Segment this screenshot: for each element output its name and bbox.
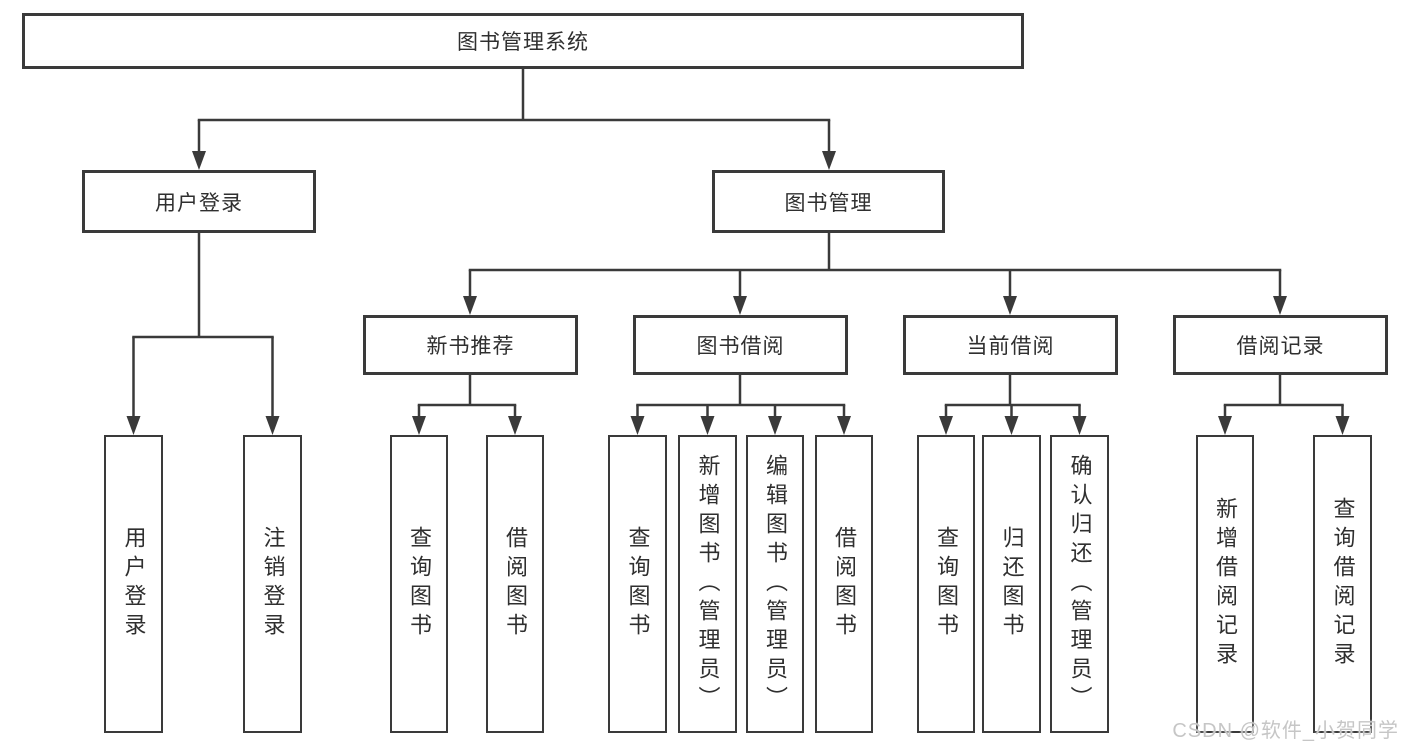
node-borrow-records: 借阅记录 [1173, 315, 1388, 375]
node-book-borrow: 图书借阅 [633, 315, 848, 375]
node-current-borrow: 当前借阅 [903, 315, 1118, 375]
leaf-current-query-books: 查询图书 [917, 435, 975, 733]
leaf-user-login: 用户登录 [104, 435, 163, 733]
node-root: 图书管理系统 [22, 13, 1024, 69]
leaf-borrow-edit-books-admin: 编辑图书（管理员） [746, 435, 804, 733]
node-new-book-recommend: 新书推荐 [363, 315, 578, 375]
leaf-newbook-borrow-books: 借阅图书 [486, 435, 544, 733]
node-user-login: 用户登录 [82, 170, 316, 233]
leaf-borrow-query-books: 查询图书 [608, 435, 667, 733]
leaf-borrow-borrow-books: 借阅图书 [815, 435, 873, 733]
csdn-watermark: CSDN @软件_小贺同学 [1172, 720, 1399, 742]
leaf-current-confirm-return-admin: 确认归还（管理员） [1050, 435, 1109, 733]
leaf-borrow-add-books-admin: 新增图书（管理员） [678, 435, 737, 733]
leaf-current-return-books: 归还图书 [982, 435, 1041, 733]
leaf-records-query-record: 查询借阅记录 [1313, 435, 1372, 733]
leaf-newbook-query-books: 查询图书 [390, 435, 448, 733]
node-book-management: 图书管理 [712, 170, 945, 233]
leaf-logout: 注销登录 [243, 435, 302, 733]
leaf-records-add-record: 新增借阅记录 [1196, 435, 1254, 733]
